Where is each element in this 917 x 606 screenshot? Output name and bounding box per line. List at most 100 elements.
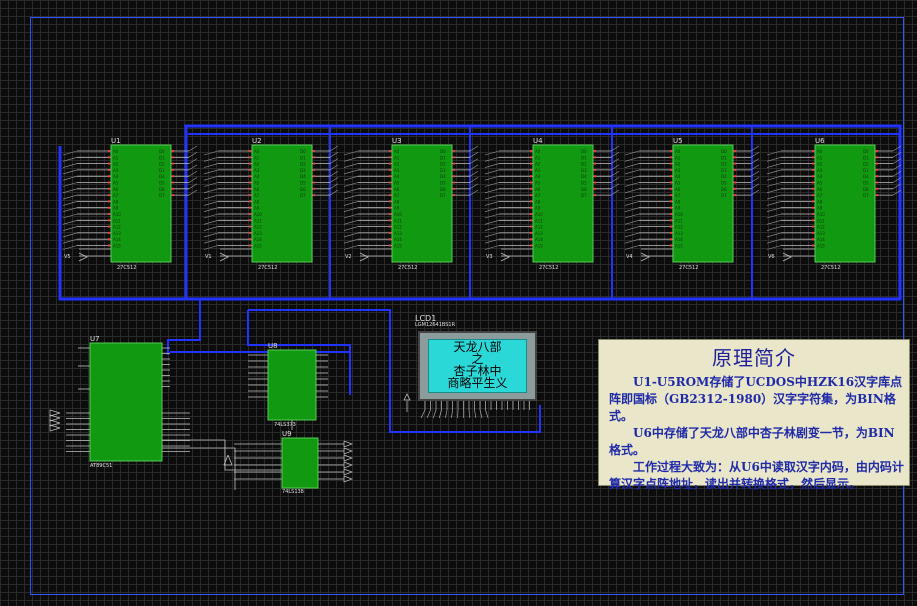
pin-label: A5 — [675, 181, 681, 186]
rom-bus-entry — [62, 238, 78, 244]
rom-bus-entry — [766, 163, 782, 168]
pin-label: A2 — [113, 162, 119, 167]
mcu-chip-u7[interactable] — [89, 342, 163, 462]
rom-chip-u5[interactable] — [672, 144, 734, 263]
rom-bus-entry — [329, 164, 339, 171]
rom-chip-u1[interactable] — [110, 144, 172, 263]
pin-marker — [876, 168, 878, 171]
pin-marker — [812, 187, 814, 190]
pin-label: D1 — [159, 155, 165, 160]
rom-bus-entry — [469, 152, 479, 158]
rom-bus-entry — [62, 220, 78, 225]
mcu-input-terminal-1 — [49, 409, 61, 417]
pin-label: D2 — [300, 162, 306, 167]
pin-label: A15 — [254, 244, 262, 249]
pin-marker — [530, 244, 532, 247]
rom-bus-entry — [329, 152, 339, 158]
pin-label: A0 — [254, 149, 260, 154]
rom-bus-entry — [469, 164, 479, 171]
latch-chip-u8[interactable] — [267, 349, 317, 421]
rom-bus-entry — [624, 238, 640, 244]
pin-marker — [453, 162, 455, 165]
pin-label: D1 — [721, 155, 727, 160]
pin-label: A2 — [254, 162, 260, 167]
decoder-output-terminal — [343, 468, 353, 476]
lcd-model-label: LGM12641BS1R — [415, 322, 456, 328]
rom-chip-u2[interactable] — [251, 144, 313, 263]
rom-bus-entry — [624, 188, 640, 194]
pin-marker — [670, 150, 672, 152]
pin-marker — [670, 213, 672, 215]
pin-label: A7 — [535, 193, 541, 198]
rom-bus-entry — [624, 220, 640, 225]
decoder-chip-u9[interactable] — [281, 437, 319, 489]
pin-label: D3 — [721, 168, 727, 173]
rom-bus-entry — [343, 201, 359, 206]
rom-bus-entry — [203, 150, 219, 156]
pin-marker — [670, 194, 672, 197]
pin-label: A1 — [817, 155, 823, 160]
address-bus-left — [58, 146, 186, 301]
rom-bus-entry — [750, 177, 760, 183]
pin-label: A9 — [394, 206, 400, 211]
pin-label: A1 — [254, 155, 260, 160]
rom-chip-u6[interactable] — [814, 144, 876, 263]
pin-marker — [249, 225, 251, 228]
rom-bus-entry — [343, 175, 359, 181]
rom-bus-entry — [62, 201, 78, 206]
rom-bus-entry — [329, 183, 339, 190]
pin-label: A13 — [817, 231, 825, 236]
pin-label: A13 — [394, 231, 402, 236]
rom-part-label: 27C512 — [398, 265, 417, 271]
pin-marker — [876, 162, 878, 165]
rom-bus-entry — [766, 188, 782, 194]
pin-marker — [876, 150, 878, 152]
pin-label: D5 — [159, 181, 165, 186]
pin-label: A4 — [394, 174, 400, 179]
pin-marker — [249, 238, 251, 241]
pin-marker — [812, 175, 814, 178]
rom-select-gate — [500, 252, 510, 262]
pin-marker — [812, 219, 814, 222]
rom-bus-entry — [62, 175, 78, 181]
pin-marker — [876, 175, 878, 178]
rom-bus-entry — [484, 150, 500, 156]
rom-chip-u3[interactable] — [391, 144, 453, 263]
rom-bus-entry — [766, 201, 782, 206]
pin-label: A6 — [817, 187, 823, 192]
pin-marker — [389, 219, 391, 222]
rom-bus-entry — [62, 188, 78, 194]
pin-label: D0 — [721, 149, 727, 154]
pin-label: D6 — [159, 187, 165, 192]
pin-marker — [108, 200, 110, 203]
rom-ref-label: U5 — [673, 137, 683, 145]
pin-label: D3 — [300, 168, 306, 173]
rom-bus-entry — [624, 169, 640, 175]
rom-bus-entry — [469, 170, 479, 177]
lcd-module[interactable]: 天龙八部 之 杏子林中 商略平生义 — [418, 331, 537, 401]
lcd-line-2: 之 — [471, 352, 484, 366]
pin-marker — [389, 194, 391, 197]
rom-bus-entry — [203, 238, 219, 244]
pin-marker — [670, 225, 672, 228]
pin-label: A14 — [675, 237, 683, 242]
pin-marker — [453, 156, 455, 159]
pin-label: A5 — [394, 181, 400, 186]
pin-label: D7 — [581, 193, 587, 198]
pin-label: A8 — [817, 199, 823, 204]
lcd-pin-route — [426, 409, 431, 419]
mcu-bus-link — [167, 299, 201, 355]
rom-bus-entry — [766, 232, 782, 238]
rom-select-gate — [219, 252, 229, 262]
pin-label: A5 — [254, 181, 260, 186]
pin-marker — [172, 168, 174, 171]
pin-label: A11 — [394, 218, 402, 223]
pin-label: A14 — [817, 237, 825, 242]
pin-marker — [734, 150, 736, 152]
rom-bus-entry — [329, 189, 339, 196]
pin-label: D5 — [440, 181, 446, 186]
latch-part-label: 74LS373 — [274, 422, 296, 428]
rom-chip-u4[interactable] — [532, 144, 594, 263]
